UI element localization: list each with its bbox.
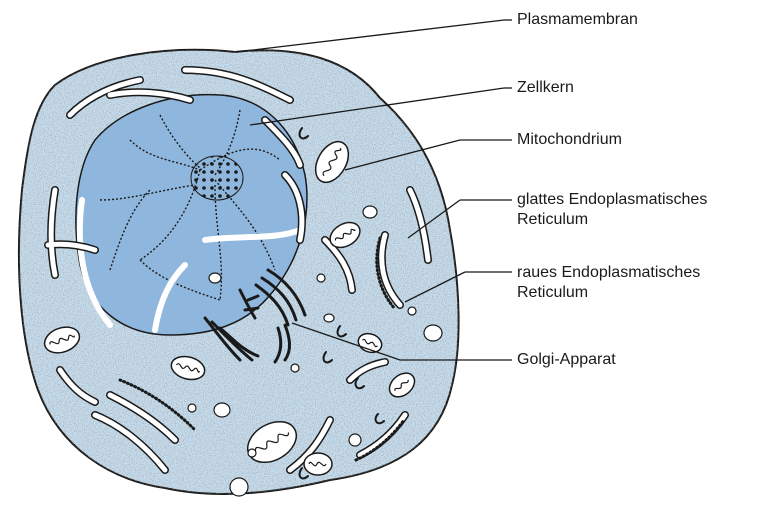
label-glattes-er-line1: glattes Endoplasmatisches (517, 190, 707, 210)
label-raues-er-line1: raues Endoplasmatisches (517, 263, 700, 283)
label-glattes-er: glattes Endoplasmatisches Reticulum (517, 190, 707, 230)
label-glattes-er-line2: Reticulum (517, 210, 707, 230)
label-mitochondrium: Mitochondrium (517, 130, 622, 150)
label-plasmamembran: Plasmamembran (517, 10, 638, 30)
label-zellkern: Zellkern (517, 78, 574, 98)
label-golgi: Golgi-Apparat (517, 350, 616, 370)
nucleolus (191, 156, 243, 200)
label-raues-er-line2: Reticulum (517, 283, 700, 303)
label-raues-er: raues Endoplasmatisches Reticulum (517, 263, 700, 303)
